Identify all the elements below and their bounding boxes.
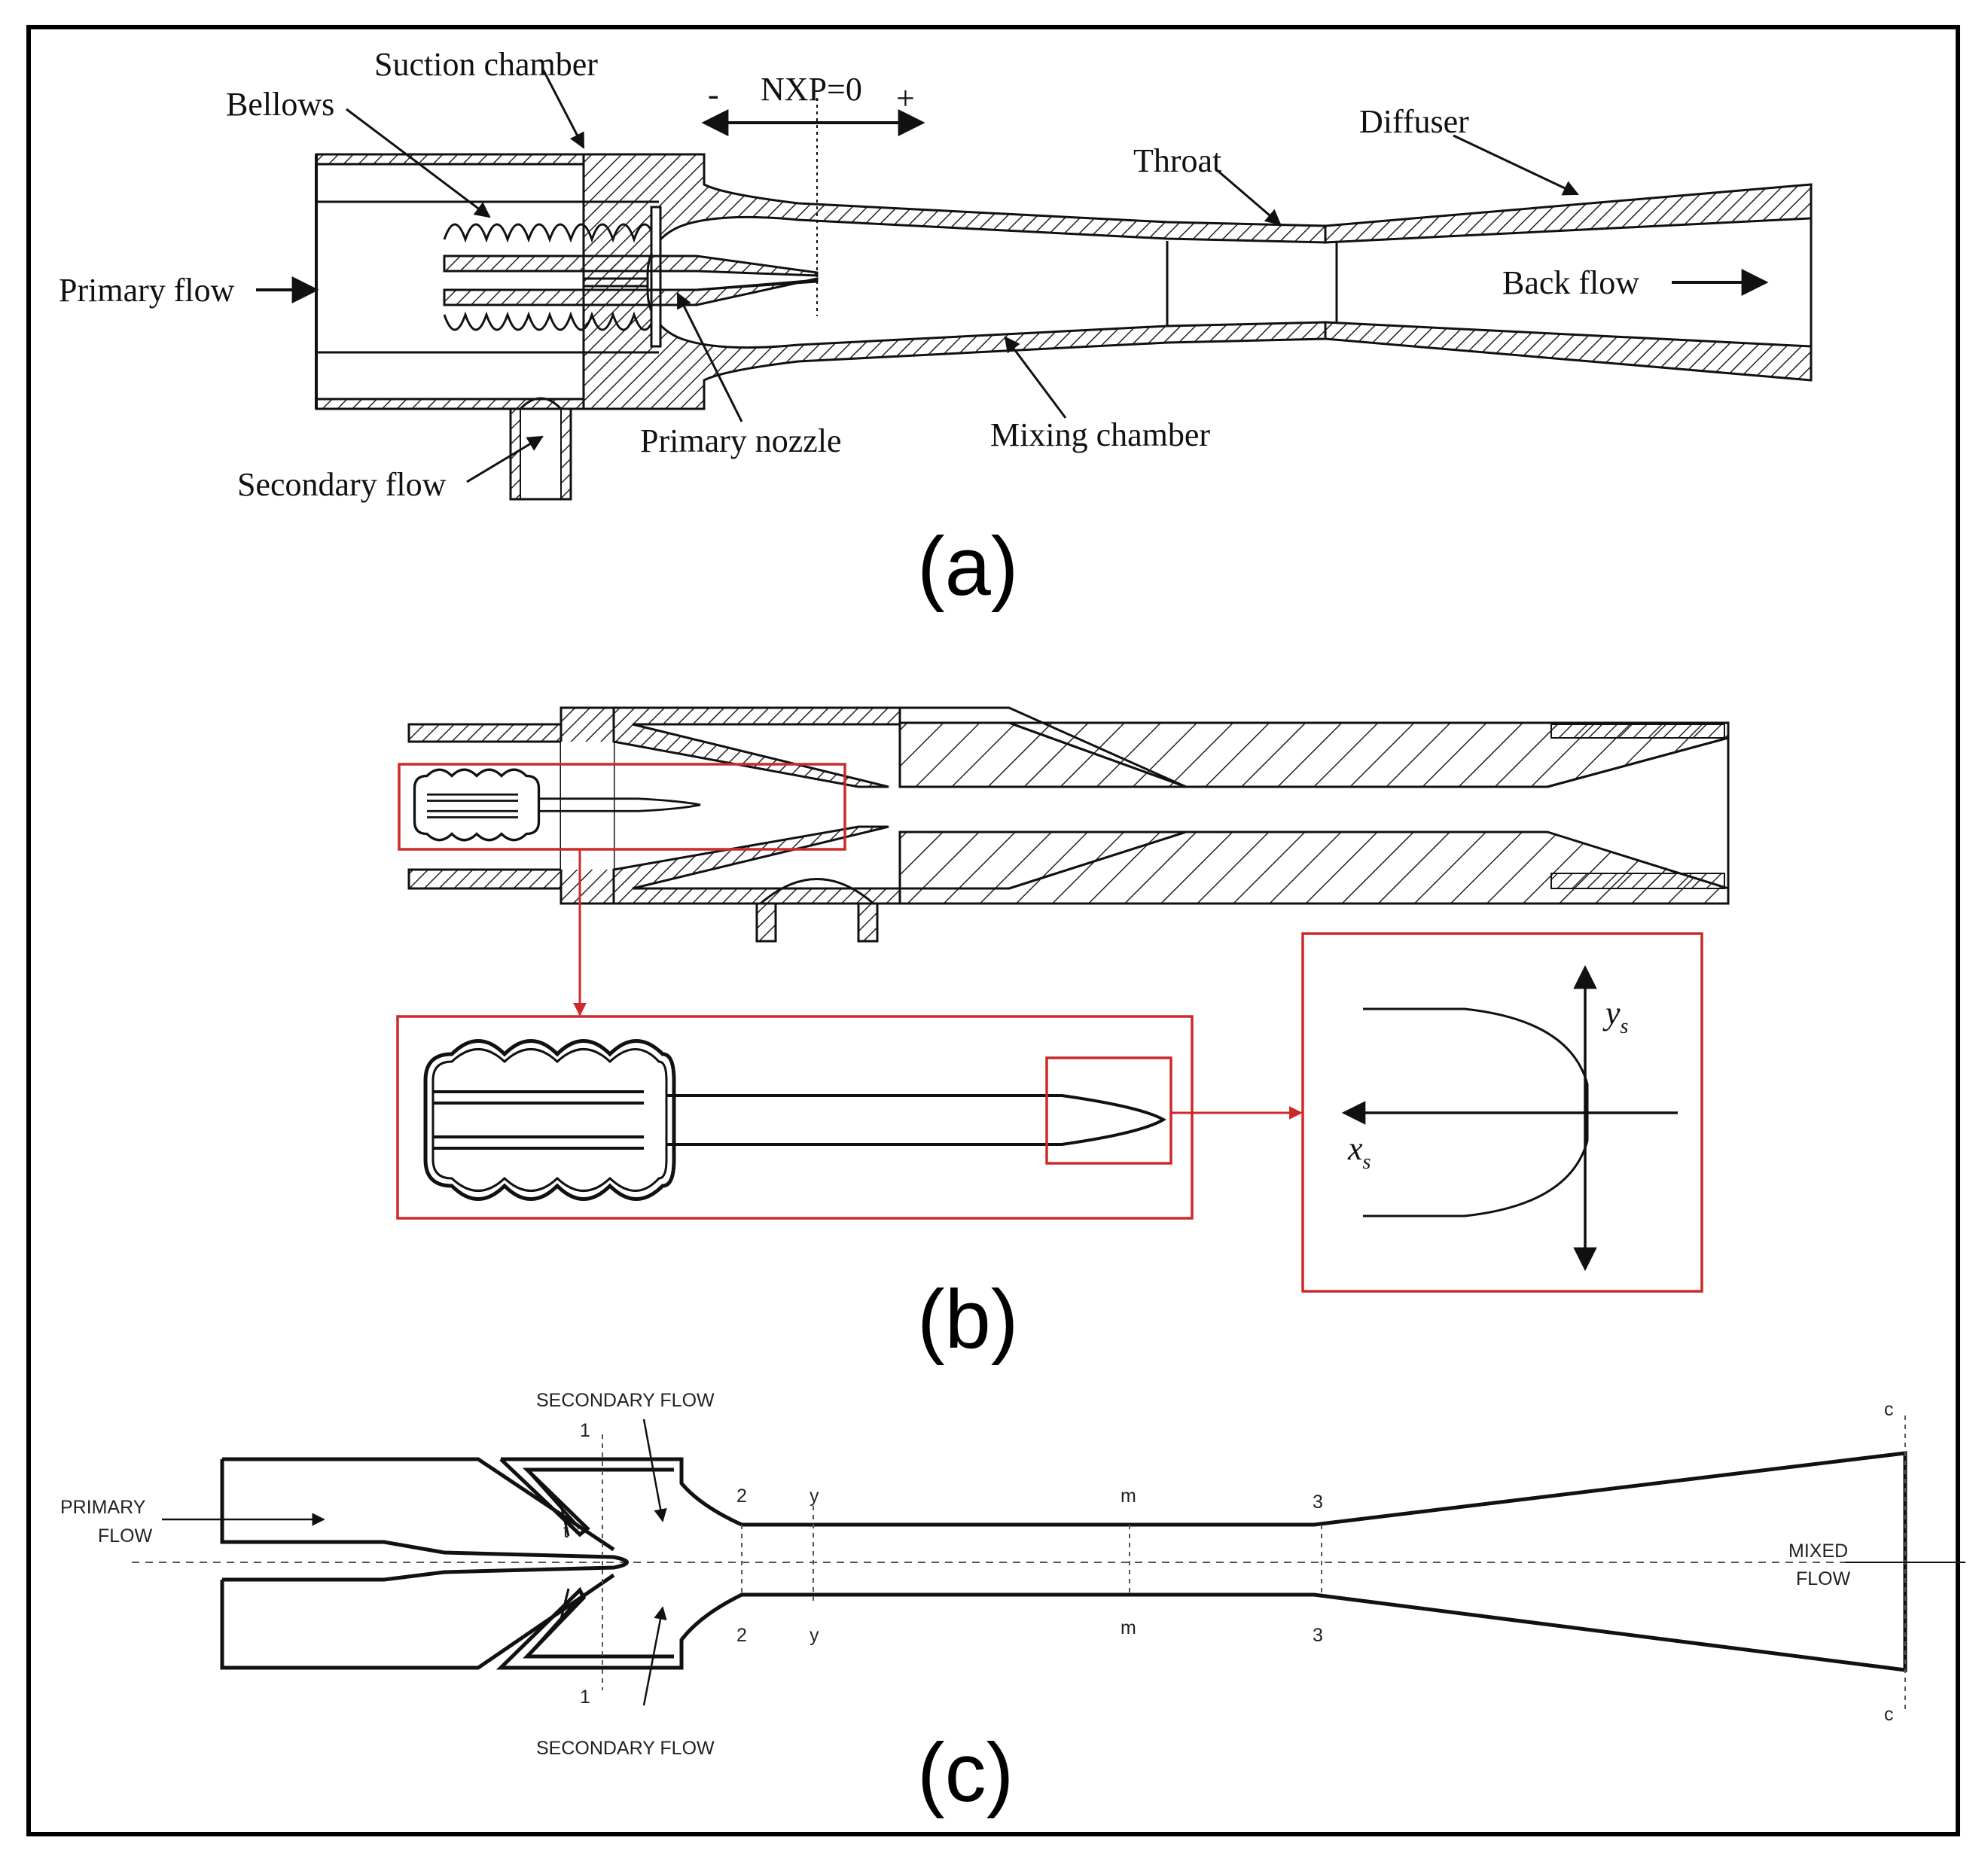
label-section-c-bottom: c [1884, 1704, 1894, 1725]
label-bellows: Bellows [226, 86, 334, 123]
label-section-3-bottom: 3 [1313, 1625, 1323, 1646]
detail-box-needle [398, 763, 846, 851]
label-nxp-plus: + [896, 80, 915, 117]
label-secondary-flow-top: SECONDARY FLOW [536, 1390, 715, 1411]
label-mixed: MIXED [1788, 1540, 1848, 1562]
label-section-3-top: 3 [1313, 1492, 1323, 1513]
panel-a-tag: (a) [917, 520, 1018, 613]
detail-box-tip-profile [1301, 932, 1703, 1293]
label-suction-chamber: Suction chamber [374, 46, 598, 83]
panel-a-ejector-schematic: Suction chamber Bellows NXP=0 - + Throat… [59, 46, 1813, 613]
label-nxp: NXP=0 [761, 71, 862, 108]
diffuser-bottom-wall [1324, 321, 1813, 382]
label-mixed-flow: FLOW [1796, 1568, 1851, 1589]
bellows-bottom [443, 311, 657, 331]
label-secondary-flow: Secondary flow [237, 466, 447, 503]
label-mixing-chamber: Mixing chamber [990, 416, 1210, 453]
label-section-m-top: m [1121, 1486, 1136, 1507]
xs-label: xs [1347, 1130, 1371, 1174]
label-diffuser: Diffuser [1359, 103, 1469, 140]
suction-chamber-top-wall [315, 153, 585, 166]
label-section-2-bottom: 2 [736, 1625, 747, 1646]
primary-nozzle [220, 1457, 629, 1582]
panel-c-tag: (c) [917, 1726, 1014, 1819]
panel-b-tag: (b) [917, 1273, 1018, 1366]
label-t: t [563, 1521, 569, 1542]
label-section-1-top: 1 [580, 1420, 590, 1441]
label-primary-nozzle: Primary nozzle [640, 422, 842, 459]
detail-box-tip [1045, 1056, 1172, 1165]
label-section-m-bottom: m [1121, 1617, 1136, 1638]
label-section-y-top: y [810, 1486, 819, 1507]
label-back-flow: Back flow [1502, 264, 1639, 301]
bellows-top [443, 223, 657, 243]
label-primary-flow: FLOW [98, 1525, 153, 1547]
label-section-1-bottom: 1 [580, 1687, 590, 1708]
panel-c-ejector-sections: PRIMARY FLOW SECONDARY FLOW SECONDARY FL… [60, 1390, 1965, 1819]
label-section-y-bottom: y [810, 1625, 819, 1646]
detail-box-enlarged [396, 1015, 1194, 1220]
mixing-diffuser-outline [495, 1451, 1907, 1672]
panel-b-nozzle-geometry: xs ys (b) [396, 706, 1730, 1366]
label-primary-flow: Primary flow [59, 272, 235, 309]
label-throat: Throat [1133, 142, 1221, 179]
figure-frame [26, 25, 1960, 1836]
label-section-c-top: c [1884, 1399, 1894, 1420]
label-primary: PRIMARY [60, 1497, 146, 1518]
label-nxp-minus: - [708, 76, 719, 113]
diffuser-top-wall [1324, 183, 1813, 244]
label-section-2-top: 2 [736, 1486, 747, 1507]
suction-chamber-bottom-wall [315, 398, 585, 410]
ys-label: ys [1602, 995, 1629, 1038]
label-secondary-flow-bottom: SECONDARY FLOW [536, 1738, 715, 1759]
